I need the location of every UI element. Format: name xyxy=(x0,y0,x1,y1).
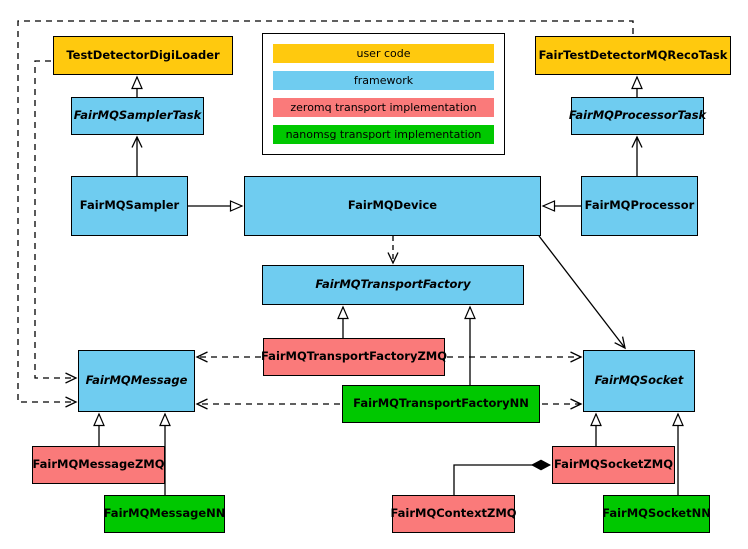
class-node-fairmqcontextzmq[interactable]: FairMQContextZMQ xyxy=(390,495,517,533)
legend-item-nanomsg: nanomsg transport implementation xyxy=(273,125,494,144)
edge-device-socket xyxy=(538,235,626,350)
class-node-fairmqsampler[interactable]: FairMQSampler xyxy=(71,176,188,236)
edge-socketzmq-contextzmq xyxy=(453,465,550,495)
class-node-fairmqsocketzmq[interactable]: FairMQSocketZMQ xyxy=(552,446,675,484)
legend-item-framework: framework xyxy=(273,71,494,90)
class-node-fairmqtransportfactoryzmq[interactable]: FairMQTransportFactoryZMQ xyxy=(261,338,447,376)
class-node-fairmqprocessor[interactable]: FairMQProcessor xyxy=(581,176,698,236)
legend: user code framework zeromq transport imp… xyxy=(262,33,505,155)
class-node-fairmqmessagenn[interactable]: FairMQMessageNN xyxy=(104,495,225,533)
edge-digiloader-message xyxy=(34,60,78,384)
class-node-fairtestdetectormqrecotask[interactable]: FairTestDetectorMQRecoTask xyxy=(535,36,731,75)
class-node-fairmqtransportfactory[interactable]: FairMQTransportFactory xyxy=(262,265,524,305)
legend-item-user-code: user code xyxy=(273,44,494,63)
class-node-fairmqprocessortask[interactable]: FairMQProcessorTask xyxy=(569,97,706,135)
class-node-testdetectordigiloader[interactable]: TestDetectorDigiLoader xyxy=(53,36,233,75)
class-node-fairmqdevice[interactable]: FairMQDevice xyxy=(244,176,541,236)
class-node-fairmqtransportfactorynn[interactable]: FairMQTransportFactoryNN xyxy=(342,385,540,423)
class-node-fairmqmessagezmq[interactable]: FairMQMessageZMQ xyxy=(32,446,165,484)
class-node-fairmqsocket[interactable]: FairMQSocket xyxy=(583,350,695,412)
class-node-fairmqsocketnn[interactable]: FairMQSocketNN xyxy=(602,495,711,533)
class-node-fairmqmessage[interactable]: FairMQMessage xyxy=(78,350,195,412)
class-node-fairmqsamplertask[interactable]: FairMQSamplerTask xyxy=(71,97,204,135)
legend-item-zeromq: zeromq transport implementation xyxy=(273,98,494,117)
